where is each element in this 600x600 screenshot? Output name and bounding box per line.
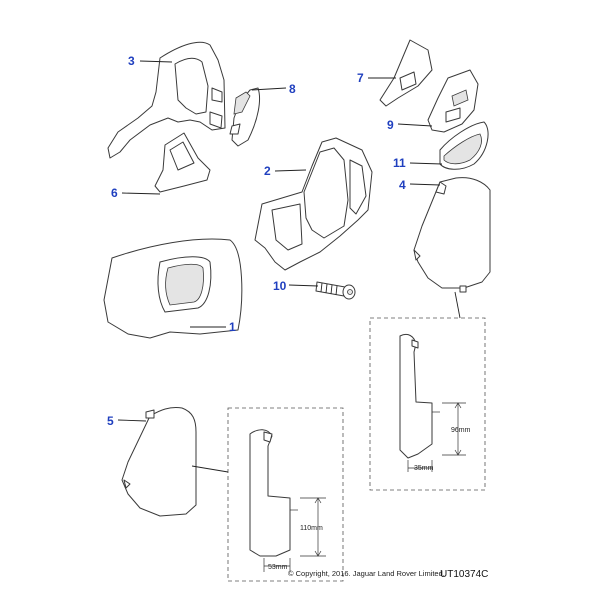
part-10-bolt [315, 281, 356, 300]
dim-label-96mm: 96mm [451, 427, 471, 434]
part-5-headrest [121, 407, 197, 517]
callout-10: 10 [273, 279, 287, 293]
part-7-upper-trim [379, 39, 433, 107]
callout-1: 1 [229, 320, 236, 334]
callout-11: 11 [393, 156, 406, 170]
copyright-text: © Copyright, 2016. Jaguar Land Rover Lim… [288, 569, 445, 578]
part-3-back-panel [107, 41, 226, 159]
part-6-bracket [154, 132, 211, 193]
dim-label-53mm: 53mm [268, 564, 288, 571]
callout-6: 6 [111, 186, 118, 200]
callout-2: 2 [264, 164, 271, 178]
callout-4: 4 [399, 178, 406, 192]
callout-3: 3 [128, 54, 135, 68]
part-8-side-cover [229, 87, 261, 147]
callout-9: 9 [387, 118, 394, 132]
reference-code: UT10374C [440, 569, 488, 580]
dim-label-35mm: 35mm [414, 465, 434, 472]
detail-lower-profile [249, 429, 326, 572]
callout-leaders [117, 60, 443, 422]
callout-7: 7 [357, 71, 364, 85]
dim-label-110mm: 110mm [300, 525, 323, 532]
detail-leader-upper [454, 291, 461, 319]
detail-box-lower [227, 407, 344, 582]
part-1-rear-shell [103, 238, 243, 339]
detail-upper-profile [399, 333, 466, 472]
part-2-seat-frame [254, 137, 373, 271]
detail-box-upper [369, 317, 486, 491]
part-4-headrest [413, 177, 491, 293]
part-11-pad [439, 121, 489, 170]
detail-leader-lower [191, 465, 229, 473]
callout-5: 5 [107, 414, 114, 428]
callout-8: 8 [289, 82, 296, 96]
part-9-side-trim [427, 69, 479, 133]
